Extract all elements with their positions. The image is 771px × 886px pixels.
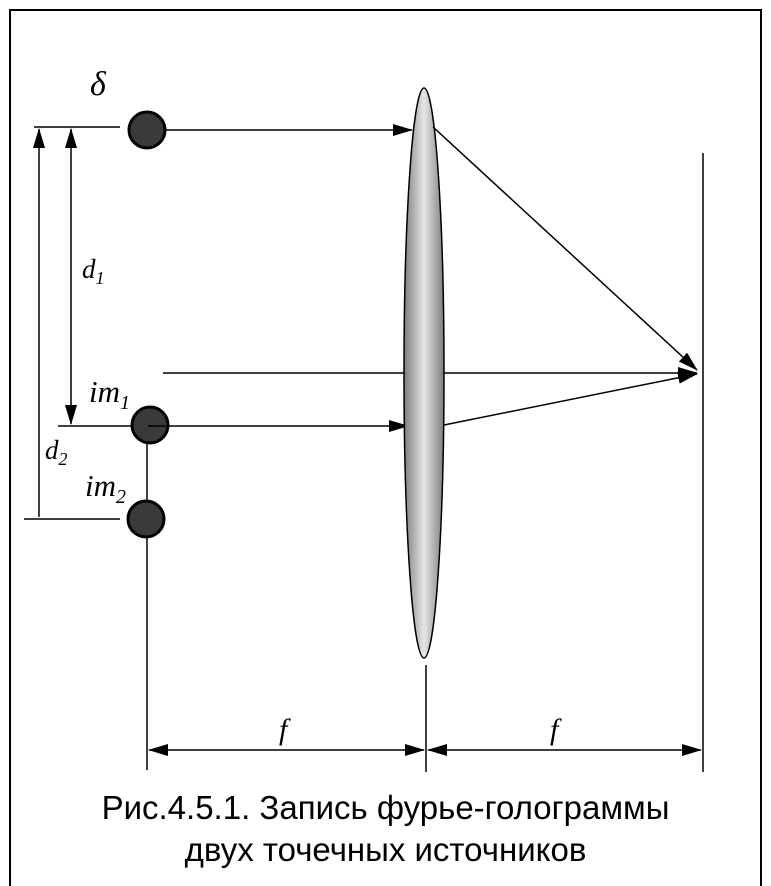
source-im1 xyxy=(130,405,170,445)
label-d1: d1 xyxy=(82,254,105,288)
label-f-left: f xyxy=(279,713,291,746)
lens xyxy=(403,87,445,659)
label-d2: d2 xyxy=(45,435,68,469)
label-f-right: f xyxy=(550,713,562,746)
figure-caption-line-2: двух точечных источников xyxy=(184,831,587,868)
source-im2 xyxy=(126,499,166,539)
figure-caption-line-1: Рис.4.5.1. Запись фурье-голограммы xyxy=(101,789,670,826)
label-delta: δ xyxy=(90,66,107,103)
ray-delta-to-focus xyxy=(432,126,698,371)
ray-im1-to-focus xyxy=(443,371,698,426)
label-im1: im1 xyxy=(89,374,130,414)
figure-frame xyxy=(9,9,762,886)
label-im2: im2 xyxy=(85,468,126,508)
source-delta xyxy=(127,110,167,150)
